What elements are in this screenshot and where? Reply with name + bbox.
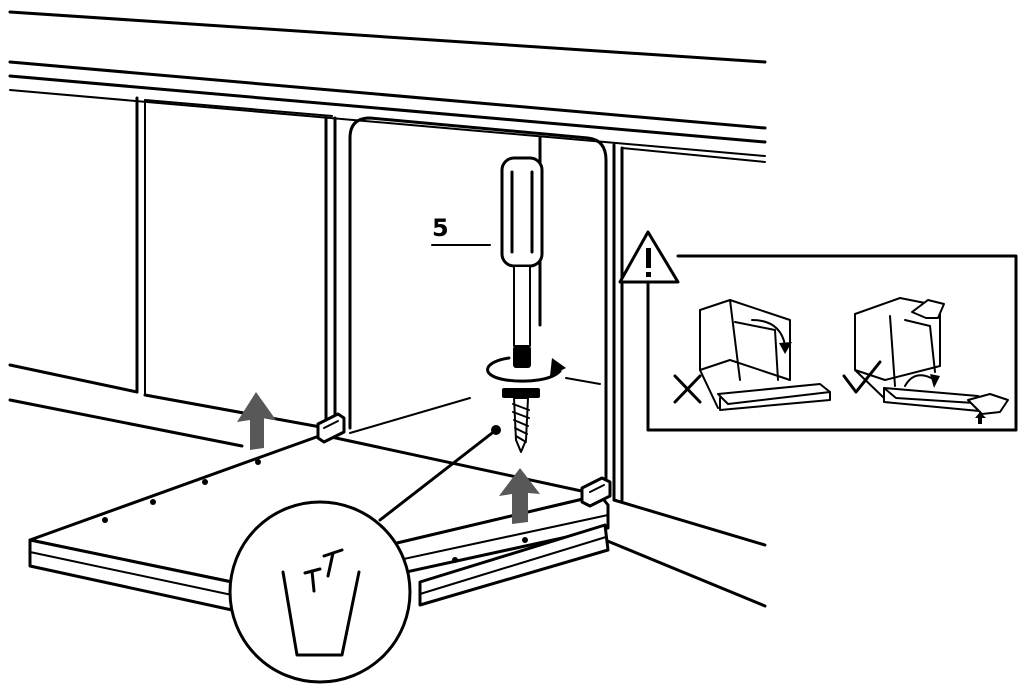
warning-panel bbox=[646, 254, 1018, 432]
countertop bbox=[8, 10, 767, 157]
left-bracket bbox=[316, 412, 346, 444]
plinth-rail bbox=[418, 523, 610, 607]
step-callout: 5 bbox=[431, 214, 491, 246]
step-number: 5 bbox=[432, 214, 449, 242]
wrong-handling-illustration bbox=[673, 299, 831, 411]
cross-mark-icon bbox=[673, 374, 702, 404]
screwdriver-icon bbox=[500, 156, 544, 368]
check-mark-icon bbox=[842, 360, 882, 394]
left-cabinet-fronts bbox=[8, 96, 337, 448]
detail-magnifier bbox=[228, 500, 412, 684]
waste-bin-icon bbox=[281, 570, 361, 657]
lift-arrow-right bbox=[499, 468, 540, 524]
detail-leader bbox=[378, 425, 501, 522]
dishwasher-niche bbox=[348, 116, 608, 480]
screw-icon bbox=[502, 388, 540, 453]
right-bracket bbox=[580, 476, 612, 508]
mounting-holes bbox=[102, 459, 528, 563]
warning-triangle-icon bbox=[618, 230, 680, 284]
discarded-screws bbox=[303, 548, 344, 593]
correct-handling-illustration bbox=[842, 297, 1009, 424]
rotate-arrow-icon bbox=[486, 356, 566, 383]
right-cabinet bbox=[603, 143, 767, 608]
lift-arrow-left bbox=[237, 392, 276, 450]
